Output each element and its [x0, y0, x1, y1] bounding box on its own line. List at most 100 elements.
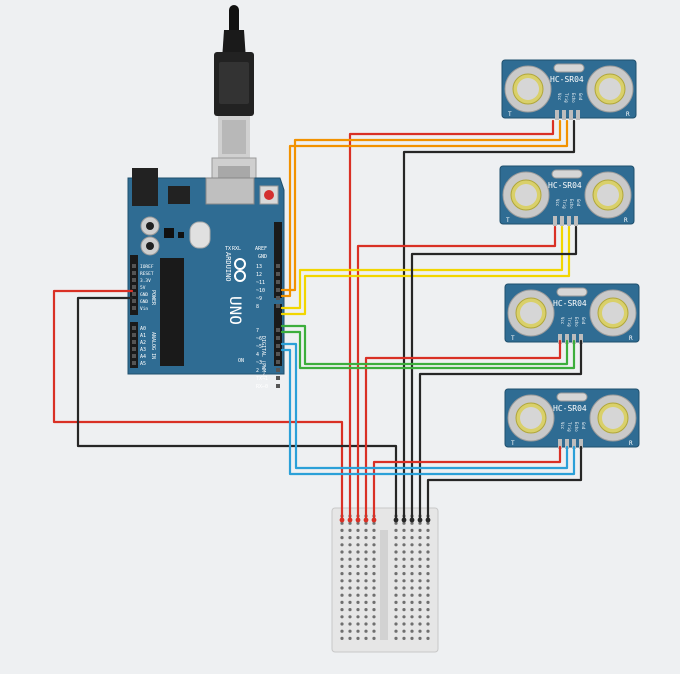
digital-pin[interactable]: [276, 376, 280, 380]
breadboard-hole[interactable]: [356, 543, 360, 547]
breadboard-hole[interactable]: [372, 528, 376, 533]
breadboard-hole[interactable]: [340, 593, 344, 597]
sensor-pin[interactable]: [560, 216, 564, 226]
sensor-pin[interactable]: [555, 110, 559, 120]
breadboard-hole[interactable]: [348, 636, 352, 641]
breadboard-hole[interactable]: [340, 622, 344, 626]
digital-pin[interactable]: [276, 296, 280, 300]
breadboard-hole[interactable]: [410, 543, 414, 547]
breadboard-hole[interactable]: [426, 543, 430, 547]
breadboard-hole[interactable]: [356, 600, 360, 605]
breadboard-hole[interactable]: [372, 586, 376, 590]
breadboard-hole[interactable]: [402, 636, 406, 641]
breadboard-hole[interactable]: [340, 543, 344, 547]
breadboard-hole[interactable]: [364, 629, 368, 633]
breadboard-hole[interactable]: [418, 564, 422, 569]
breadboard-hole[interactable]: [364, 593, 368, 597]
breadboard-hole[interactable]: [364, 636, 368, 641]
breadboard-hole[interactable]: [364, 543, 368, 547]
breadboard-hole[interactable]: [364, 615, 368, 619]
digital-pin[interactable]: [276, 360, 280, 364]
power-pin[interactable]: [132, 285, 136, 289]
breadboard-hole[interactable]: [410, 579, 414, 583]
breadboard-hole[interactable]: [418, 593, 422, 597]
analog-pin[interactable]: [132, 354, 136, 358]
breadboard-hole[interactable]: [348, 528, 352, 533]
breadboard-hole[interactable]: [348, 550, 352, 554]
breadboard-hole[interactable]: [364, 572, 368, 576]
breadboard-hole[interactable]: [372, 629, 376, 633]
breadboard-hole[interactable]: [418, 579, 422, 583]
sensor-pin[interactable]: [553, 216, 557, 226]
breadboard-hole[interactable]: [410, 550, 414, 554]
digital-pin[interactable]: [276, 288, 280, 292]
arduino-uno-board[interactable]: ARDUINO UNO ON TX RX L AREF GND 1312~11~…: [127, 168, 285, 390]
breadboard-hole[interactable]: [418, 521, 422, 525]
analog-pin[interactable]: [132, 361, 136, 365]
breadboard-hole[interactable]: [426, 536, 430, 540]
breadboard-hole[interactable]: [372, 615, 376, 619]
sensor-pin[interactable]: [579, 439, 583, 449]
breadboard-hole[interactable]: [410, 528, 414, 533]
breadboard-hole[interactable]: [340, 557, 344, 561]
breadboard-hole[interactable]: [394, 543, 398, 547]
breadboard-hole[interactable]: [364, 564, 368, 569]
digital-pin[interactable]: [276, 344, 280, 348]
analog-pin[interactable]: [132, 333, 136, 337]
breadboard-hole[interactable]: [348, 629, 352, 633]
usb-cable[interactable]: [211, 5, 257, 205]
power-pin[interactable]: [132, 278, 136, 282]
breadboard-hole[interactable]: [364, 528, 368, 533]
breadboard-hole[interactable]: [410, 557, 414, 561]
breadboard-hole[interactable]: [372, 557, 376, 561]
breadboard-hole[interactable]: [340, 564, 344, 569]
breadboard-hole[interactable]: [402, 543, 406, 547]
breadboard-hole[interactable]: [372, 636, 376, 641]
breadboard-hole[interactable]: [348, 564, 352, 569]
breadboard-hole[interactable]: [402, 586, 406, 590]
digital-pin[interactable]: [276, 272, 280, 276]
digital-pin[interactable]: [276, 280, 280, 284]
breadboard-hole[interactable]: [356, 521, 360, 525]
sensor-pin[interactable]: [576, 110, 580, 120]
breadboard-hole[interactable]: [348, 593, 352, 597]
breadboard-hole[interactable]: [394, 536, 398, 540]
breadboard-hole[interactable]: [364, 557, 368, 561]
sensor-pin[interactable]: [558, 334, 562, 344]
breadboard-hole[interactable]: [394, 608, 398, 612]
breadboard-hole[interactable]: [418, 550, 422, 554]
digital-pin[interactable]: [276, 368, 280, 372]
breadboard-hole[interactable]: [372, 536, 376, 540]
breadboard-hole[interactable]: [348, 543, 352, 547]
breadboard-hole[interactable]: [426, 636, 430, 641]
digital-pin[interactable]: [276, 304, 280, 308]
power-pin[interactable]: [132, 299, 136, 303]
breadboard-hole[interactable]: [402, 528, 406, 533]
breadboard-hole[interactable]: [426, 572, 430, 576]
digital-pin[interactable]: [276, 384, 280, 388]
breadboard-hole[interactable]: [402, 536, 406, 540]
breadboard-hole[interactable]: [402, 622, 406, 626]
breadboard-hole[interactable]: [340, 550, 344, 554]
breadboard-hole[interactable]: [394, 593, 398, 597]
digital-pin[interactable]: [276, 336, 280, 340]
breadboard-hole[interactable]: [426, 557, 430, 561]
breadboard-hole[interactable]: [394, 586, 398, 590]
breadboard-hole[interactable]: [394, 557, 398, 561]
analog-pin[interactable]: [132, 347, 136, 351]
breadboard-hole[interactable]: [372, 579, 376, 583]
breadboard-hole[interactable]: [418, 586, 422, 590]
breadboard-hole[interactable]: [356, 593, 360, 597]
breadboard-hole[interactable]: [356, 615, 360, 619]
breadboard-hole[interactable]: [356, 528, 360, 533]
sensor-pin[interactable]: [574, 216, 578, 226]
breadboard[interactable]: [331, 507, 439, 653]
breadboard-hole[interactable]: [426, 579, 430, 583]
sensor-pin[interactable]: [572, 439, 576, 449]
breadboard-hole[interactable]: [426, 593, 430, 597]
breadboard-hole[interactable]: [348, 615, 352, 619]
breadboard-hole[interactable]: [348, 536, 352, 540]
